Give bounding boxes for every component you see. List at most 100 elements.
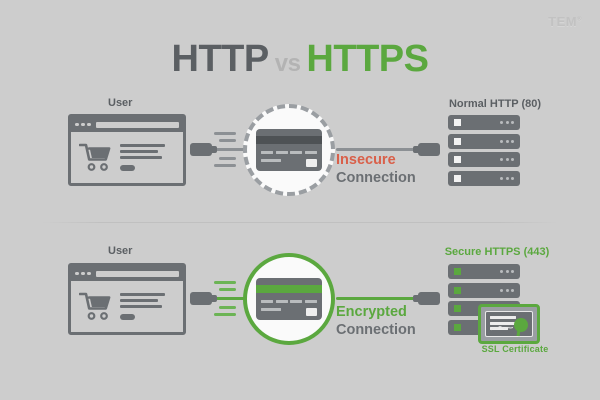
card-digit-group: [290, 300, 303, 303]
card-chip-top: [306, 159, 317, 167]
row-http-insecure: User: [0, 92, 600, 222]
speed-dash: [219, 288, 236, 291]
server-dot: [500, 139, 503, 143]
browser-dot: [87, 122, 91, 127]
speed-dash: [214, 164, 236, 167]
tem-watermark-logo: TEM®: [548, 14, 582, 29]
server-label-bottom: Secure HTTPS (443): [444, 246, 550, 258]
text-line: [120, 143, 165, 147]
card-holder-line-top: [261, 159, 281, 162]
title-http: HTTP: [171, 38, 270, 80]
card-magnetic-stripe-top: [256, 136, 322, 144]
browser-dots-bottom: [75, 271, 91, 276]
ssl-certificate-label: SSL Certificate: [481, 344, 549, 354]
ssl-certificate-lines: [490, 316, 516, 330]
server-led: [454, 119, 461, 126]
server-dot: [511, 158, 514, 161]
plug-left-top: [190, 143, 217, 156]
title-vs: vs: [274, 50, 301, 77]
browser-dot: [75, 122, 79, 127]
server-unit: [448, 152, 520, 167]
server-dot: [505, 288, 509, 292]
server-led: [454, 323, 461, 331]
browser-content-top: [71, 132, 183, 183]
browser-titlebar-top: [71, 117, 183, 132]
browser-text-lines-top: [120, 143, 165, 172]
speed-dash: [219, 157, 236, 160]
browser-dot: [81, 122, 85, 127]
server-dot: [500, 121, 503, 124]
browser-window-bottom: [68, 263, 186, 335]
server-indicators: [500, 176, 514, 180]
card-holder-line-bottom: [261, 308, 281, 311]
connection-word-bottom: Connection: [336, 322, 416, 339]
server-dot: [500, 288, 503, 292]
server-dot: [500, 176, 503, 180]
credit-card-icon-bottom: [256, 278, 322, 320]
certificate-seal-icon: [514, 318, 528, 332]
browser-button-chip-bottom: [120, 314, 135, 321]
card-digit-group: [275, 300, 288, 303]
connection-word-top: Connection: [336, 170, 416, 187]
server-indicators: [500, 158, 514, 161]
user-label-bottom: User: [108, 245, 133, 257]
ssl-text-line: [490, 327, 508, 330]
server-led: [454, 174, 461, 182]
server-dot: [511, 139, 514, 143]
ssl-certificate-body: [485, 311, 533, 337]
user-label-top: User: [108, 97, 133, 109]
server-unit: [448, 133, 520, 149]
server-dot: [511, 288, 514, 292]
browser-button-chip-top: [120, 165, 135, 172]
browser-dot: [81, 271, 85, 276]
server-unit: [448, 115, 520, 130]
connection-status-top: Insecure Connection: [336, 151, 416, 187]
server-indicators: [500, 121, 514, 124]
server-led: [454, 268, 461, 275]
cable-left-top: [212, 148, 246, 151]
browser-dots-top: [75, 122, 91, 127]
server-led: [454, 137, 461, 145]
signature-icon: [491, 326, 513, 331]
server-dot: [511, 270, 514, 273]
server-led: [454, 156, 461, 163]
server-dot: [505, 121, 509, 124]
browser-window-top: [68, 114, 186, 186]
card-number-groups-top: [261, 151, 317, 154]
browser-text-lines-bottom: [120, 292, 165, 321]
server-indicators: [500, 139, 514, 143]
row-https-secure: User: [0, 237, 600, 367]
speed-dash: [214, 132, 236, 135]
server-stack-top: [448, 115, 520, 186]
server-unit: [448, 282, 520, 298]
cable-left-bottom: [212, 297, 246, 300]
title-https: HTTPS: [306, 38, 429, 80]
server-dot: [511, 176, 514, 180]
watermark-text: TEM: [548, 14, 578, 29]
speed-dash: [219, 139, 236, 142]
card-digit-group: [304, 151, 317, 154]
cable-right-bottom: [336, 297, 420, 300]
server-led: [454, 305, 461, 312]
server-label-top: Normal HTTP (80): [448, 98, 542, 110]
server-unit: [448, 170, 520, 186]
server-dot: [500, 158, 503, 161]
server-indicators: [500, 288, 514, 292]
connection-state-bottom: Encrypted: [336, 304, 407, 320]
server-dot: [511, 121, 514, 124]
browser-url-bar-top: [95, 121, 179, 128]
text-line: [120, 292, 165, 296]
connection-state-top: Insecure: [336, 152, 396, 168]
server-dot: [505, 176, 509, 180]
server-dot: [505, 158, 509, 161]
speed-dash: [214, 313, 236, 316]
plug-right-top: [413, 143, 440, 156]
browser-url-bar-bottom: [95, 270, 179, 277]
shopping-cart-icon: [79, 143, 111, 171]
browser-content-bottom: [71, 281, 183, 332]
card-digit-group: [261, 151, 273, 154]
text-line: [120, 156, 162, 160]
card-digit-group: [304, 300, 317, 303]
ssl-text-line: [490, 321, 516, 325]
ssl-text-line: [490, 316, 516, 319]
